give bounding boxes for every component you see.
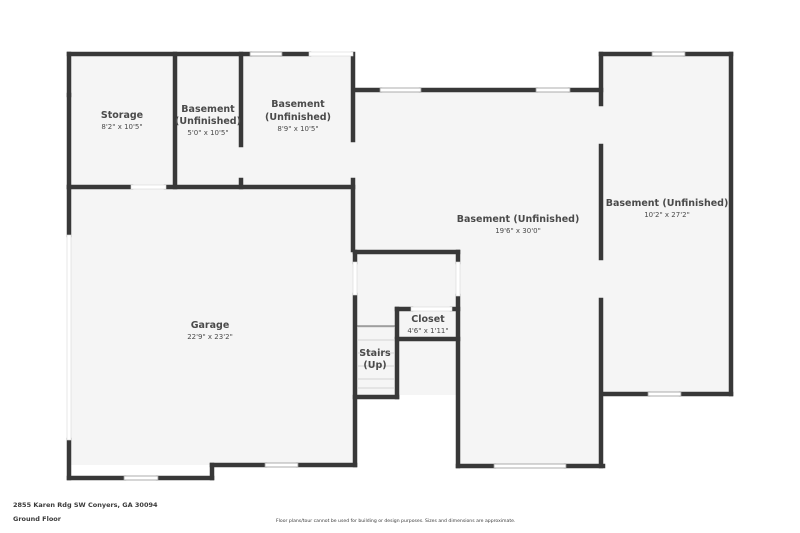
room-name: Basement bbox=[181, 104, 235, 115]
room-dims: 10'2" x 27'2" bbox=[644, 211, 690, 219]
room-name: Basement bbox=[271, 99, 325, 110]
disclaimer: Floor plans/tour cannot be used for buil… bbox=[276, 519, 516, 524]
room-closet: Closet 4'6" x 1'11" bbox=[407, 314, 448, 335]
doorway bbox=[352, 261, 358, 296]
room-name: Closet bbox=[411, 314, 445, 325]
room-stairs: Stairs (Up) bbox=[359, 348, 391, 371]
floor-fills bbox=[69, 54, 731, 467]
room-dims: 19'6" x 30'0" bbox=[495, 227, 541, 235]
doorway bbox=[410, 306, 453, 312]
window bbox=[535, 87, 571, 93]
room-basement-mid: Basement (Unfinished) 8'9" x 10'5" bbox=[265, 99, 331, 133]
room-garage: Garage 22'9" x 23'2" bbox=[187, 320, 233, 341]
doorway bbox=[455, 261, 461, 297]
room-name: Basement (Unfinished) bbox=[457, 214, 580, 225]
room-basement-main: Basement (Unfinished) 19'6" x 30'0" bbox=[457, 214, 580, 235]
room-name: Garage bbox=[191, 320, 230, 331]
room-name: Basement (Unfinished) bbox=[606, 198, 729, 209]
window bbox=[379, 87, 422, 93]
floor-label: Ground Floor bbox=[13, 515, 61, 523]
room-name: Stairs bbox=[359, 348, 391, 359]
garage-door-opening bbox=[66, 234, 72, 441]
room-basement-right: Basement (Unfinished) 10'2" x 27'2" bbox=[606, 198, 729, 219]
room-name: (Up) bbox=[363, 360, 386, 371]
room-dims: 8'9" x 10'5" bbox=[277, 125, 318, 133]
room-dims: 4'6" x 1'11" bbox=[407, 327, 448, 335]
window bbox=[249, 51, 283, 57]
openings bbox=[66, 51, 461, 441]
property-address: 2855 Karen Rdg SW Conyers, GA 30094 bbox=[13, 501, 158, 509]
window bbox=[123, 475, 159, 481]
room-dims: 5'0" x 10'5" bbox=[187, 129, 228, 137]
stairs-treads bbox=[357, 326, 395, 389]
room-name: (Unfinished) bbox=[265, 112, 331, 123]
window bbox=[493, 463, 567, 469]
window bbox=[651, 51, 686, 57]
window bbox=[647, 391, 682, 397]
window bbox=[264, 462, 299, 468]
room-storage: Storage 8'2" x 10'5" bbox=[101, 110, 143, 131]
room-dims: 22'9" x 23'2" bbox=[187, 333, 233, 341]
room-basement-small: Basement (Unfinished) 5'0" x 10'5" bbox=[175, 104, 241, 137]
doorway bbox=[308, 51, 354, 57]
windows bbox=[123, 51, 686, 481]
walls bbox=[66, 51, 734, 481]
room-name: Storage bbox=[101, 110, 143, 121]
doorway bbox=[130, 184, 167, 190]
room-name: (Unfinished) bbox=[175, 116, 241, 127]
room-dims: 8'2" x 10'5" bbox=[101, 123, 142, 131]
